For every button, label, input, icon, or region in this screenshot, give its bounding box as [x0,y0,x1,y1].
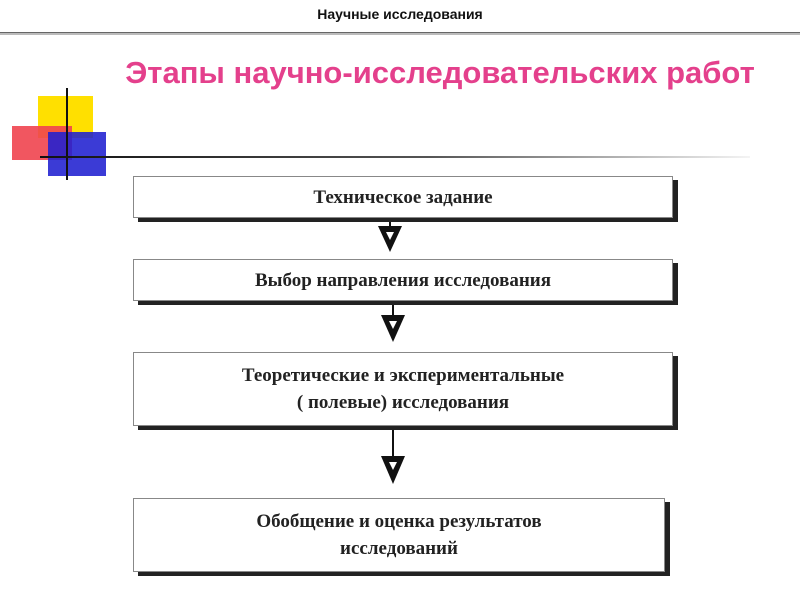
arrow-2 [381,302,405,342]
decor-vertical-line [66,88,68,180]
arrow-1 [378,219,402,252]
slide-title: Этапы научно-исследовательских работ [125,55,755,90]
stage-label: Выбор направления исследования [254,269,552,291]
stage-label: Теоретические и экспериментальные ( поле… [241,365,565,413]
decor-blue-square [48,132,106,176]
stage-generalization-evaluation: Обобщение и оценка результатов исследова… [133,498,665,572]
decor-horizontal-line [40,156,750,158]
header-title: Научные исследования [317,6,483,22]
stage-technical-task: Техническое задание [133,176,673,218]
stage-theoretical-experimental: Теоретические и экспериментальные ( поле… [133,352,673,426]
stage-label: Обобщение и оценка результатов исследова… [256,511,542,559]
header-divider [0,32,800,35]
stage-research-direction: Выбор направления исследования [133,259,673,301]
arrow-3 [381,427,405,484]
stage-label: Техническое задание [313,186,493,208]
